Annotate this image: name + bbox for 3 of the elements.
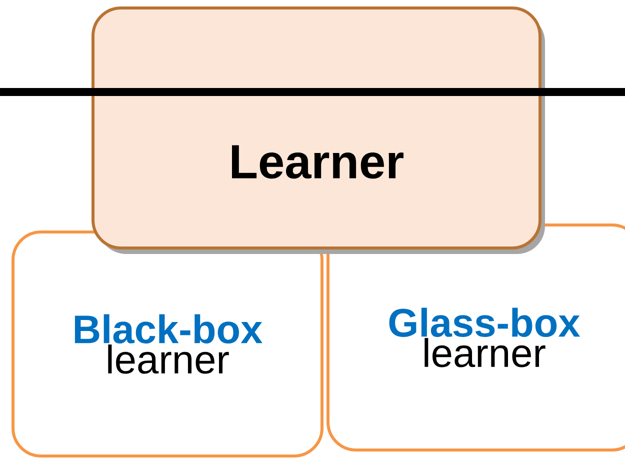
learner-box: Glass-box learner [326,224,625,452]
learner-box: Black-box learner [12,230,324,458]
title-box: Learner [92,6,545,254]
